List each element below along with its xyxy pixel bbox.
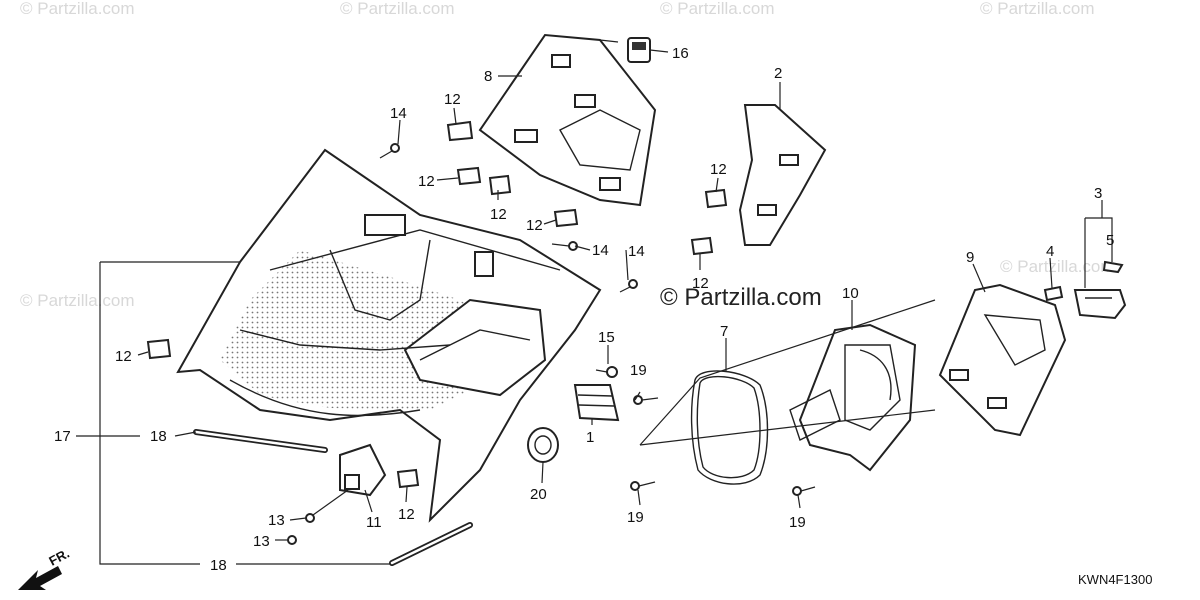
leader-lines — [76, 39, 1113, 565]
callout-3: 3 — [1094, 185, 1102, 202]
callout-12: 12 — [710, 161, 727, 178]
callout-labels: 1 2 3 4 5 7 8 9 10 11 12 12 12 12 12 12 … — [54, 45, 1114, 574]
callout-7: 7 — [720, 323, 728, 340]
part-3-latch — [1073, 289, 1127, 320]
callout-14: 14 — [592, 242, 609, 259]
callout-9: 9 — [966, 249, 974, 266]
watermark-faint: © Partzilla.com — [20, 0, 135, 18]
part-9-lid-outer — [938, 283, 1067, 437]
screws — [287, 143, 816, 545]
callout-12: 12 — [418, 173, 435, 190]
callout-10: 10 — [842, 285, 859, 302]
diagram-code: KWN4F1300 — [1078, 572, 1152, 587]
callout-5: 5 — [1106, 232, 1114, 249]
callout-14: 14 — [628, 243, 645, 260]
callout-13: 13 — [268, 512, 285, 529]
callout-1: 1 — [586, 429, 594, 446]
callout-8: 8 — [484, 68, 492, 85]
callout-12: 12 — [490, 206, 507, 223]
part-8-upper-panel — [478, 33, 657, 207]
part-2-side-lid — [738, 104, 827, 246]
part-10-lid-frame — [789, 323, 917, 472]
callout-18: 18 — [150, 428, 167, 445]
callout-19: 19 — [789, 514, 806, 531]
part-12-clips — [146, 120, 728, 489]
watermark-faint: © Partzilla.com — [1000, 257, 1115, 276]
callout-14: 14 — [390, 105, 407, 122]
part-18-seal-strips — [193, 429, 473, 566]
callout-15: 15 — [598, 329, 615, 346]
callout-19: 19 — [630, 362, 647, 379]
callout-13: 13 — [253, 533, 270, 550]
watermark-faint: © Partzilla.com — [660, 0, 775, 18]
part-17-inner-box — [176, 148, 602, 523]
watermark-faint: © Partzilla.com — [980, 0, 1095, 18]
watermark-faint: © Partzilla.com — [20, 291, 135, 310]
part-5-screw — [1102, 260, 1124, 274]
callout-20: 20 — [530, 486, 547, 503]
callout-17: 17 — [54, 428, 71, 445]
callout-2: 2 — [774, 65, 782, 82]
callout-11: 11 — [366, 514, 382, 531]
callout-12: 12 — [526, 217, 543, 234]
callout-19: 19 — [627, 509, 644, 526]
part-20-cap — [527, 427, 559, 463]
callout-16: 16 — [672, 45, 689, 62]
part-11-hinge — [339, 443, 387, 497]
callout-12: 12 — [692, 275, 709, 292]
watermark-main: © Partzilla.com — [660, 284, 822, 311]
callout-18: 18 — [210, 557, 227, 574]
callout-4: 4 — [1046, 243, 1054, 260]
front-label: FR. — [46, 546, 72, 569]
callout-12: 12 — [444, 91, 461, 108]
watermark-faint: © Partzilla.com — [340, 0, 455, 18]
part-16-grommet — [627, 37, 651, 63]
part-7-gasket — [690, 370, 769, 485]
part-4-clip — [1043, 285, 1064, 302]
callout-12: 12 — [115, 348, 132, 365]
part-1-strip — [573, 384, 620, 422]
callout-12: 12 — [398, 506, 415, 523]
front-direction-marker: FR. — [18, 546, 72, 590]
